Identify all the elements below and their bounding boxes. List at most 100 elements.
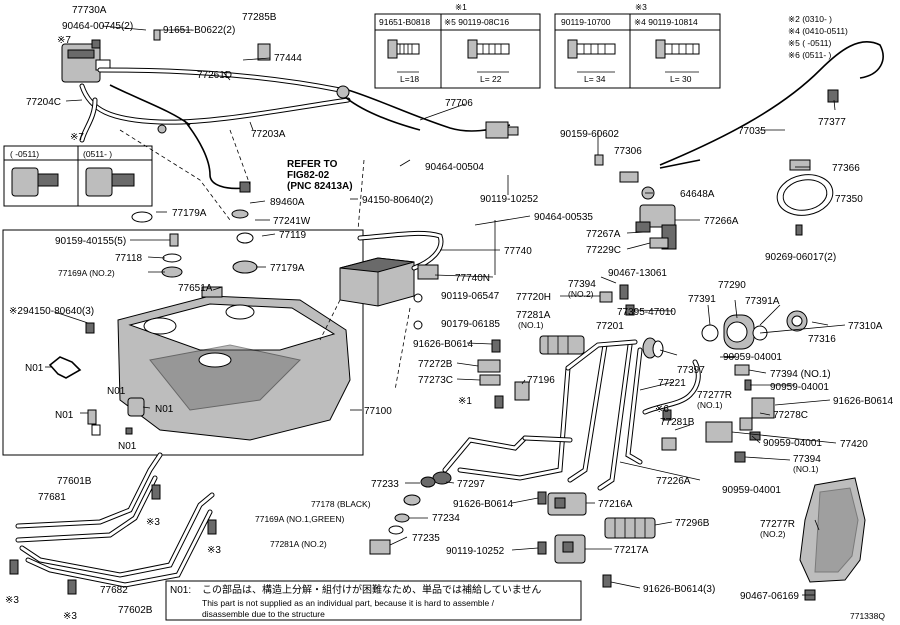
part-label: 77296B — [675, 518, 710, 529]
bolt-icon — [467, 39, 510, 59]
part-label: 77281B — [660, 417, 695, 428]
part-label: 77285B — [242, 12, 277, 23]
part-label: ※3 — [146, 517, 160, 528]
canister-part-77730A — [61, 43, 111, 83]
part-label: 77394 — [568, 279, 596, 290]
part-label: 77233 — [371, 479, 399, 490]
part-label: N01 — [107, 386, 126, 397]
part-label: (NO.1) — [518, 320, 544, 330]
bracket-77216A — [547, 492, 587, 516]
part-label: 91626-B0614 — [833, 396, 893, 407]
part-label: 90467-06169 — [740, 591, 799, 602]
charcoal-canister-77740 — [339, 257, 415, 307]
part-label: 77394 — [793, 454, 821, 465]
part-label: 91626-B0614 — [413, 339, 473, 350]
bolt-table-1: ※1 91651-B0818 ※5 90119-08C16 L=18 L= 22 — [374, 2, 541, 89]
bolt-table-1-col1-len: L=18 — [400, 74, 419, 84]
part-label: 90159-40155(5) — [55, 236, 126, 247]
tank-strap-77601B — [15, 452, 163, 543]
clamp-77281A — [539, 335, 585, 355]
tank-strap-77602B — [19, 492, 215, 588]
part-label: 77100 — [364, 406, 392, 417]
part-label: 77216A — [598, 499, 633, 510]
date-legend-line: ※6 (0511- ) — [788, 50, 832, 60]
part-label: 77273C — [418, 375, 453, 386]
part-label: 77281A — [516, 310, 551, 321]
bolt-table-1-col1-code: 91651-B0818 — [379, 17, 430, 27]
part-label: 91651-B0622(2) — [163, 25, 235, 36]
figure-id: 771338Q — [850, 611, 885, 621]
part-label: ※294150-80640(3) — [9, 306, 94, 317]
part-label: (NO.2) — [568, 289, 594, 299]
part-label: N01 — [25, 363, 44, 374]
vent-hose — [343, 95, 421, 131]
part-label: 77281A (NO.2) — [270, 539, 327, 549]
part-label: 77266A — [704, 216, 739, 227]
vent-hose — [183, 119, 246, 190]
variant-col1-label: ( -0511) — [10, 149, 39, 159]
part-label: 77397 — [677, 365, 705, 376]
part-label: 77420 — [840, 439, 868, 450]
part-label: ※6 — [655, 404, 669, 415]
part-label: 77306 — [614, 146, 642, 157]
variant-col2-label: (0511- ) — [83, 149, 112, 159]
part-label: 77234 — [432, 513, 460, 524]
part-label: (NO.1) — [793, 464, 819, 474]
lid-opener-cable-77035 — [659, 41, 884, 166]
sender-gauge-n01 — [48, 356, 145, 436]
part-label: 64648A — [680, 189, 715, 200]
part-label: 77267A — [586, 229, 621, 240]
part-label: 94150-80640(2) — [362, 195, 433, 206]
part-label: 90959-04001 — [770, 382, 829, 393]
part-label: 77601B — [57, 476, 92, 487]
date-legend-line: ※2 (0310- ) — [788, 14, 832, 24]
part-label: 77740N — [455, 273, 490, 284]
bolt-icon — [387, 39, 420, 59]
clamp-77296B — [604, 517, 656, 539]
part-label: 90959-04001 — [722, 485, 781, 496]
part-label: 77235 — [412, 533, 440, 544]
part-label: 77204C — [26, 97, 61, 108]
footnote-code: N01: — [170, 585, 191, 596]
part-label: N01 — [155, 404, 174, 415]
canister-variant-1 — [11, 167, 59, 197]
bracket-77266A — [635, 204, 677, 250]
part-label: 77394 (NO.1) — [770, 369, 831, 380]
fuel-lid-77350 — [776, 159, 834, 236]
part-label: 90467-13061 — [608, 268, 667, 279]
part-label: 90119-10252 — [480, 194, 539, 205]
protector-77277R-no2 — [799, 477, 866, 583]
part-label: 77651A — [178, 283, 213, 294]
bracket-77272B — [477, 359, 501, 373]
part-label: 77391 — [688, 294, 716, 305]
part-label: ※3 — [5, 595, 19, 606]
part-label: 77277R — [697, 390, 732, 401]
part-label: ※3 — [63, 611, 77, 622]
footnote-english-line: This part is not supplied as an individu… — [202, 598, 495, 608]
part-label: 90179-06185 — [441, 319, 500, 330]
part-label: 77201 — [596, 321, 624, 332]
footnote-english-line: disassemble due to the structure — [202, 609, 325, 619]
part-label: 77602B — [118, 605, 153, 616]
part-label: 77226A — [656, 476, 691, 487]
part-label: 77118 — [115, 253, 143, 264]
refer-note-line: REFER TO — [287, 159, 338, 170]
part-label: 90464-00504 — [425, 162, 484, 173]
part-label: 77169A (NO.1,GREEN) — [255, 514, 344, 524]
part-label: 77217A — [614, 545, 649, 556]
part-label: ※3 — [207, 545, 221, 556]
part-label: 77730A — [72, 5, 107, 16]
part-label: 90464-00535 — [534, 212, 593, 223]
date-legend-line: ※5 ( -0511) — [788, 38, 832, 48]
part-label: 90119-10252 — [446, 546, 505, 557]
fuel-cap-77310A — [701, 310, 808, 350]
bolt-table-3-col2-code: ※4 90119-10814 — [634, 17, 698, 27]
part-label: 77178 (BLACK) — [311, 499, 371, 509]
part-label: 90464-00745(2) — [62, 21, 133, 32]
refer-note-line: (PNC 82413A) — [287, 181, 353, 192]
part-label: 77350 — [835, 194, 863, 205]
bolt-table-1-col2-len: L= 22 — [480, 74, 502, 84]
part-label: 90159-60602 — [560, 129, 619, 140]
bolt-table-1-mark: ※1 — [455, 2, 467, 12]
part-label: 77297 — [457, 479, 485, 490]
